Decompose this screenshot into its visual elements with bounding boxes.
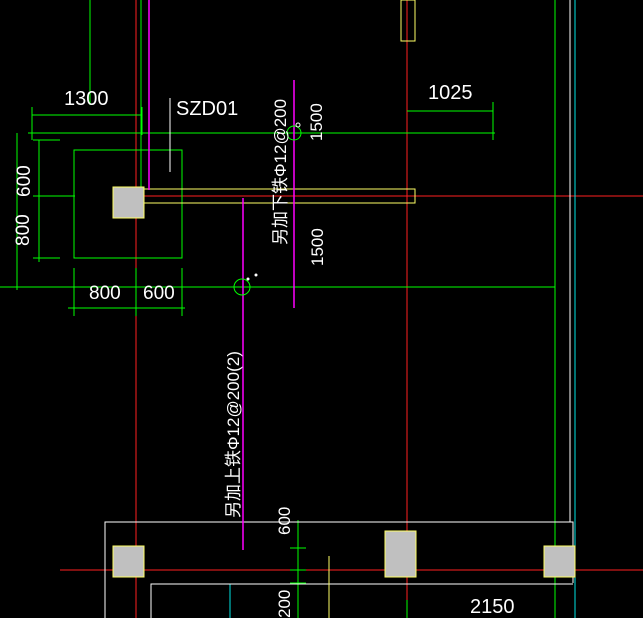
dim-label-bottom-left-vertical: 200 [275,590,294,618]
rebar-bottom-note: 另加下铁Φ12@200 [271,99,290,245]
column-bottom-mid[interactable] [384,530,417,578]
dim-label-1300: 1300 [64,88,109,110]
marker-dot-icon [254,273,258,277]
marker-dot-icon [295,122,301,128]
rebar-length-lower: 1500 [308,228,327,266]
rebar-lines [148,0,295,550]
rebar-top-note: 另加上铁Φ12@200(2) [224,351,243,518]
dim-label-bottom-vertical: 600 [275,507,294,535]
marker-dot-icon [246,277,250,281]
cyan-lines [229,0,576,618]
grid-circle-icon[interactable] [233,278,251,296]
columns [112,186,576,578]
grid-circle-icon[interactable] [286,125,302,141]
beam-top-vertical [400,0,416,42]
dim-label-left-inner: 600 [14,165,35,197]
footing-tag-label: SZD01 [176,98,238,120]
axis-lines [60,0,643,618]
dim-label-left-outer: 800 [13,214,34,246]
dim-label-1025: 1025 [428,82,473,104]
column-upper-left[interactable] [112,186,145,219]
labels: 1300 SZD01 1025 600 800 800 600 另加下铁Φ12@… [13,82,515,618]
rebar-length-upper: 1500 [307,103,326,141]
column-bottom-left[interactable] [112,545,145,578]
white-outlines [104,0,574,618]
column-bottom-right[interactable] [543,545,576,578]
slab-outline-inner [150,583,573,618]
grid-circles [233,125,302,296]
dim-label-bottom-left: 800 [89,283,121,304]
footing-outline [73,149,183,259]
dim-label-bottom-span: 2150 [470,596,515,618]
dim-label-bottom-right: 600 [143,283,175,304]
dimension-lines [0,0,576,618]
